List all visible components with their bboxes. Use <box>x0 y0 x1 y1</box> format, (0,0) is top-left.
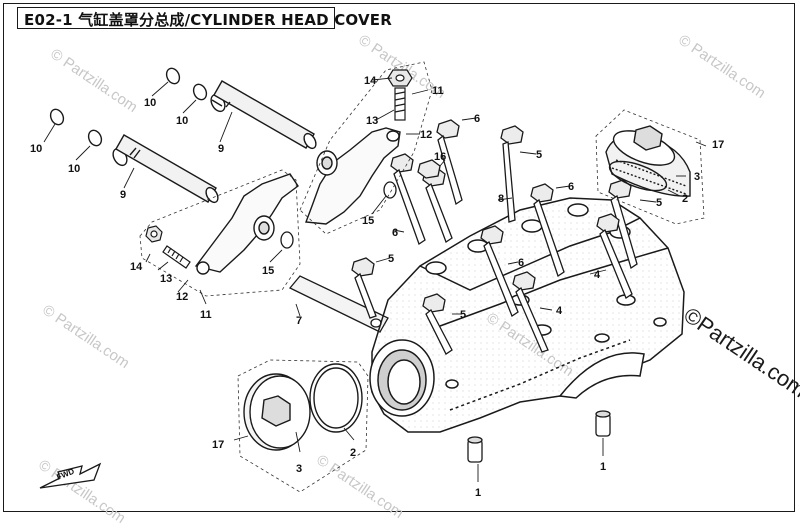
callout-5: 5 <box>656 197 662 209</box>
rocker-shaft-lower <box>112 134 219 204</box>
callout-5: 5 <box>460 309 466 321</box>
callout-labels: 10 10 10 10 9 9 14 13 11 12 15 6 5 16 6 … <box>30 75 724 499</box>
callout-8: 8 <box>498 193 504 205</box>
bolt-5 <box>530 183 565 278</box>
bolt-4 <box>422 167 453 243</box>
callout-15: 15 <box>362 215 374 227</box>
bolt-2 <box>500 125 524 223</box>
callout-5: 5 <box>536 149 542 161</box>
o-ring-left <box>309 363 363 433</box>
diagram-title: E02-1 气缸盖罩分总成/CYLINDER HEAD COVER <box>24 11 392 29</box>
callout-6: 6 <box>392 227 398 239</box>
callout-5: 5 <box>388 253 394 265</box>
callout-14: 14 <box>364 75 377 87</box>
group-outline-left-cap <box>237 359 369 493</box>
o-ring-right <box>608 160 668 192</box>
callout-4: 4 <box>556 305 563 317</box>
bolt-set <box>351 119 638 355</box>
callout-10: 10 <box>30 143 42 155</box>
callout-1: 1 <box>600 461 606 473</box>
callout-3: 3 <box>694 171 700 183</box>
callout-14: 14 <box>130 261 143 273</box>
leader-lines <box>43 77 707 482</box>
callout-12: 12 <box>420 129 432 141</box>
callout-13: 13 <box>366 115 378 127</box>
callout-10: 10 <box>68 163 80 175</box>
title-box: E02-1 气缸盖罩分总成/CYLINDER HEAD COVER <box>17 7 392 29</box>
group-outline-upper-rocker <box>299 61 433 235</box>
callout-2: 2 <box>350 447 356 459</box>
callout-9: 9 <box>218 143 224 155</box>
bolt-11 <box>422 293 453 355</box>
bolt-8 <box>351 257 377 319</box>
bolt-12 <box>417 159 441 179</box>
bolt-6 <box>608 179 638 270</box>
group-outline-left-rocker <box>139 169 301 297</box>
callout-10: 10 <box>144 97 156 109</box>
bolt-3 <box>390 153 426 246</box>
callout-15: 15 <box>262 265 274 277</box>
dowel-pins <box>467 410 611 463</box>
callout-12: 12 <box>176 291 188 303</box>
oil-cap-left <box>243 373 311 451</box>
rocker-shaft-upper <box>210 80 317 150</box>
oil-cap-right <box>605 125 691 197</box>
callout-6: 6 <box>518 257 524 269</box>
fwd-arrow-icon <box>39 462 102 489</box>
callout-3: 3 <box>296 463 302 475</box>
callout-11: 11 <box>200 309 212 321</box>
callout-2: 2 <box>682 193 688 205</box>
bolt-9 <box>480 225 519 317</box>
callout-13: 13 <box>160 273 172 285</box>
callout-9: 9 <box>120 189 126 201</box>
group-outline-right-cap <box>595 109 705 225</box>
washer-left <box>280 231 294 249</box>
callout-17: 17 <box>212 439 224 451</box>
o-ring-set <box>49 67 208 147</box>
callout-17: 17 <box>712 139 724 151</box>
bolt-10 <box>512 271 549 353</box>
callout-6: 6 <box>474 113 480 125</box>
callout-4: 4 <box>594 269 601 281</box>
callout-7: 7 <box>296 315 302 327</box>
bolt-7 <box>596 213 633 299</box>
callout-10: 10 <box>176 115 188 127</box>
rocker-arm-upper <box>305 127 401 225</box>
bolt-1 <box>436 119 463 206</box>
washer-upper <box>383 181 397 199</box>
callout-6: 6 <box>568 181 574 193</box>
callout-1: 1 <box>475 487 481 499</box>
callout-16: 16 <box>434 151 446 163</box>
bracket-plate <box>288 275 389 333</box>
callout-11: 11 <box>432 85 444 97</box>
diagram-frame <box>3 3 795 512</box>
rocker-arm-left <box>194 173 299 275</box>
adjuster-screw-upper <box>394 87 406 121</box>
adjuster-screw-left <box>162 245 191 269</box>
lock-nut-left <box>145 225 163 243</box>
